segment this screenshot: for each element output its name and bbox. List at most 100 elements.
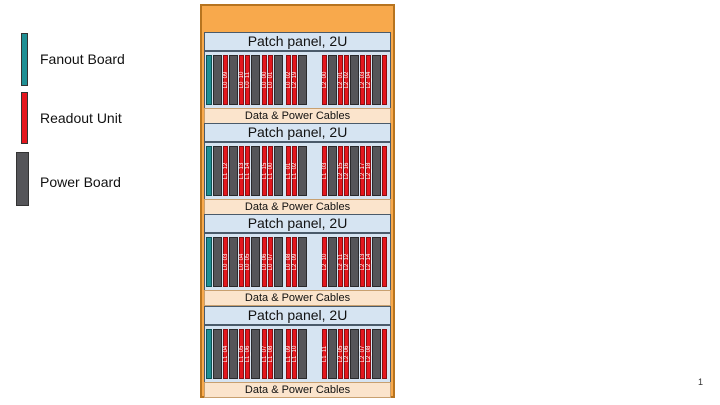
readout-unit-label: L2_16 [343, 162, 350, 180]
fanout-board [206, 55, 212, 105]
data-power-cables: Data & Power Cables [204, 290, 391, 306]
readout-unit-label: L2_17 [359, 162, 366, 180]
readout-unit: L0_10 [239, 55, 245, 105]
patch-panel: Patch panel, 2U [204, 123, 391, 142]
readout-unit-label: L2_11 [337, 253, 344, 271]
readout-unit-label: L0_00 [261, 71, 268, 89]
power-board [229, 329, 238, 379]
power-board [372, 237, 381, 287]
power-board [274, 55, 283, 105]
readout-unit: L2_13 [359, 237, 366, 287]
readout-unit: L0_07 [267, 237, 274, 287]
readout-unit: L0_03 [222, 237, 229, 287]
readout-unit: L0_09 [223, 55, 229, 105]
readout-unit: L2_12 [344, 237, 350, 287]
readout-unit: L0_05 [244, 237, 251, 287]
readout-unit: L2_04 [365, 55, 372, 105]
readout-unit-label: L2_00 [321, 71, 328, 89]
power-board-legend-label: Power Board [40, 174, 121, 190]
readout-unit-label: L2_07 [359, 345, 366, 363]
readout-unit-label: L1_06 [244, 345, 251, 363]
power-board [372, 55, 381, 105]
readout-unit-label: L2_04 [365, 71, 372, 89]
readout-unit [382, 146, 387, 196]
readout-unit: L2_03 [360, 55, 366, 105]
fanout-board [206, 329, 212, 379]
readout-unit: L2_08 [365, 329, 372, 379]
readout-unit: L2_05 [338, 329, 344, 379]
readout-unit: L1_04 [222, 329, 229, 379]
readout-unit: L2_15 [338, 146, 344, 196]
power-board [298, 237, 307, 287]
readout-unit-label: L2_08 [365, 345, 372, 363]
readout-unit: L2_10 [322, 237, 328, 287]
readout-unit: L2_17 [359, 146, 366, 196]
page-number: 1 [698, 377, 704, 387]
readout-unit: L1_09 [285, 329, 292, 379]
readout-unit: L2_14 [366, 237, 372, 287]
readout-unit: L1_10 [292, 329, 298, 379]
fanout-board [206, 146, 212, 196]
readout-unit: L1_15 [262, 146, 268, 196]
power-board [350, 237, 359, 287]
readout-unit: L1_05 [239, 329, 245, 379]
readout-unit: L0_00 [261, 55, 268, 105]
power-board [213, 329, 222, 379]
readout-unit: L0_02 [286, 55, 292, 105]
power-board [213, 55, 222, 105]
power-board [251, 55, 260, 105]
readout-unit-label: L2_13 [359, 253, 366, 271]
readout-unit: L2_00 [321, 55, 328, 105]
readout-unit-label: L1_07 [261, 345, 268, 363]
power-board [328, 55, 337, 105]
power-board [298, 55, 307, 105]
readout-unit-label: L1_14 [244, 162, 251, 180]
readout-unit: L2_09 [292, 237, 298, 287]
readout-unit-legend-label: Readout Unit [40, 110, 122, 126]
data-power-cables: Data & Power Cables [204, 108, 391, 124]
readout-unit: L1_13 [239, 146, 245, 196]
readout-unit: L1_00 [268, 146, 274, 196]
power-board [213, 146, 222, 196]
power-board [213, 237, 222, 287]
readout-unit: L0_11 [244, 55, 251, 105]
power-board [350, 146, 359, 196]
readout-unit-label: L1_04 [222, 345, 229, 363]
data-power-cables: Data & Power Cables [204, 382, 391, 398]
readout-unit-label: L1_12 [222, 162, 229, 180]
readout-unit: L2_19 [292, 55, 298, 105]
power-board [274, 237, 283, 287]
power-board [328, 237, 337, 287]
readout-unit: L2_11 [337, 237, 344, 287]
readout-unit-label: L0_05 [244, 253, 251, 271]
readout-unit-legend-swatch [21, 92, 28, 144]
readout-unit: L2_01 [337, 55, 344, 105]
readout-unit-label: L0_11 [244, 71, 251, 89]
readout-unit: L2_06 [344, 329, 350, 379]
readout-unit-label: L1_01 [285, 162, 292, 180]
patch-panel: Patch panel, 2U [204, 214, 391, 233]
readout-unit [382, 329, 387, 379]
readout-unit-label: L1_09 [285, 345, 292, 363]
readout-unit: L1_08 [268, 329, 274, 379]
readout-unit: L1_02 [292, 146, 298, 196]
readout-unit-label: L0_07 [267, 253, 274, 271]
power-board [328, 146, 337, 196]
readout-unit: L1_12 [222, 146, 229, 196]
readout-unit: L1_11 [322, 329, 328, 379]
readout-unit-label: L2_01 [337, 71, 344, 89]
power-board [251, 329, 260, 379]
readout-unit-label: L0_03 [222, 253, 229, 271]
power-board [298, 146, 307, 196]
readout-unit-label: L1_03 [321, 162, 328, 180]
power-board [328, 329, 337, 379]
readout-unit: L2_16 [343, 146, 350, 196]
readout-unit-label: L0_08 [285, 253, 292, 271]
power-board [274, 146, 283, 196]
